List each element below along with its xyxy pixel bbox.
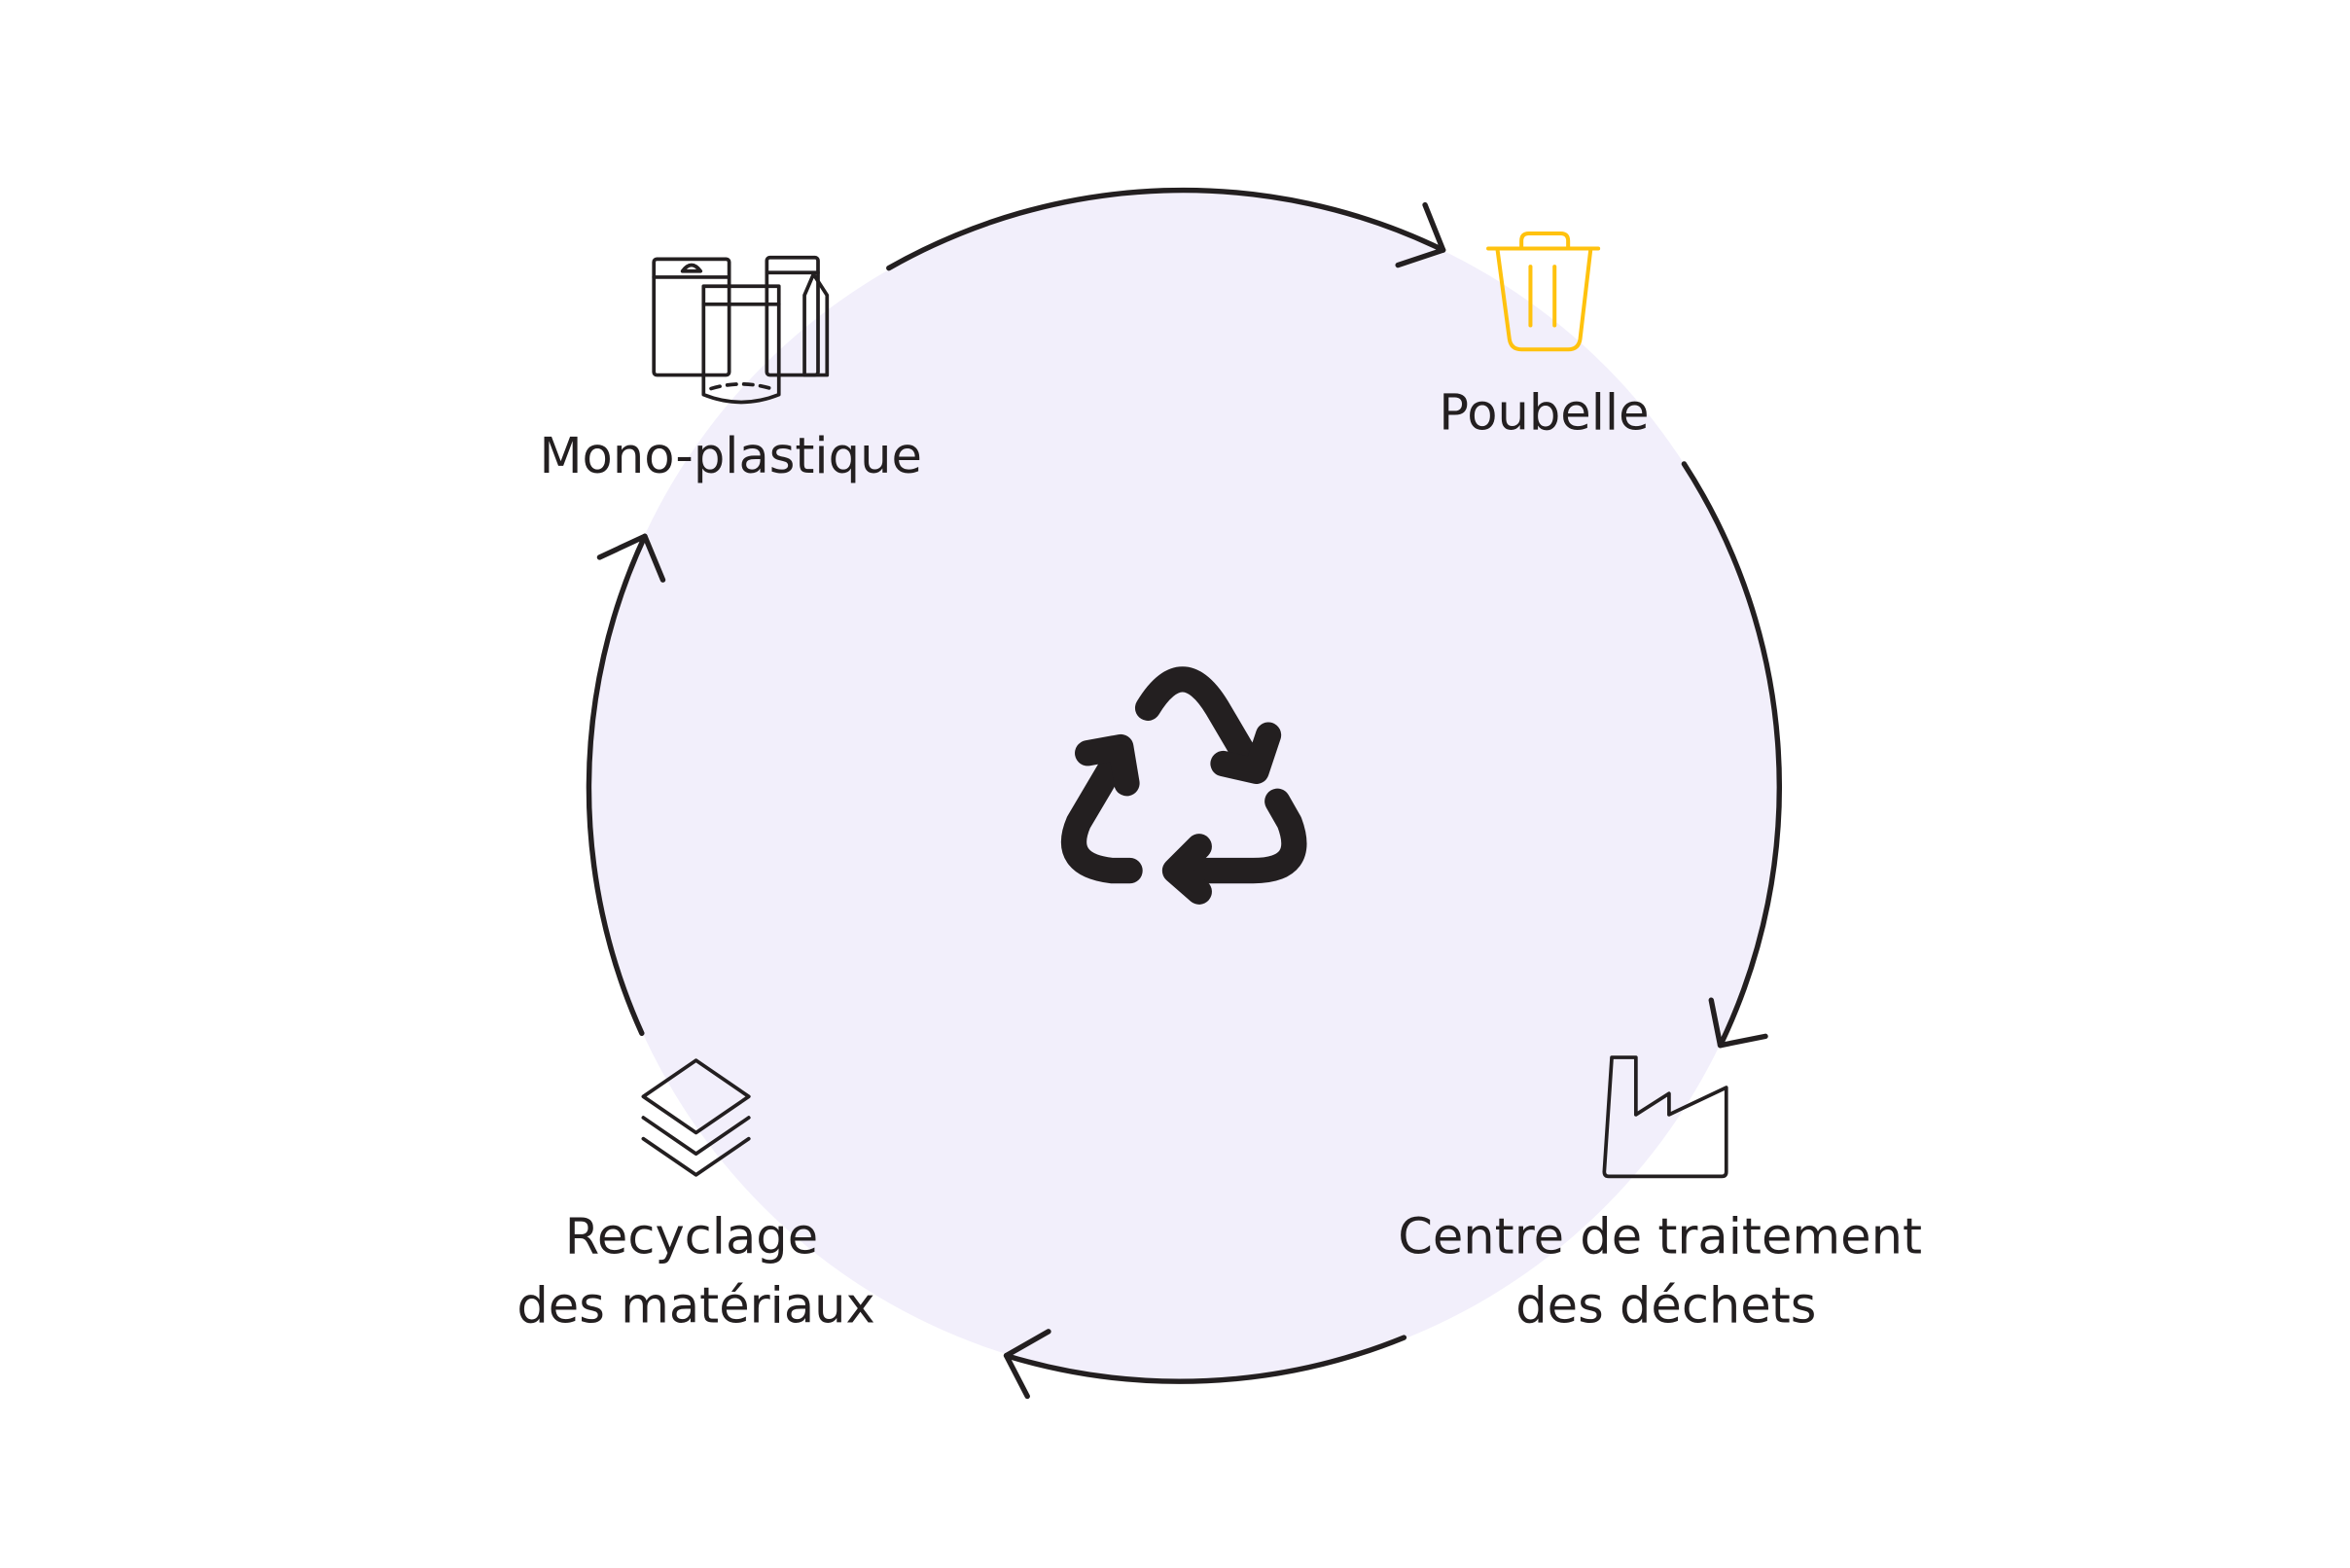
recycle-icon xyxy=(1060,666,1307,905)
layers-icon xyxy=(641,1058,751,1177)
step-label-poubelle: Poubelle xyxy=(1439,384,1649,442)
step-label-recycling-line2: des matériaux xyxy=(516,1278,874,1336)
cycle-arrow-right xyxy=(1681,461,1782,1049)
cycle-arrow-bottom xyxy=(1003,1329,1407,1400)
step-label-treatment-line2: des déchets xyxy=(1515,1278,1816,1336)
background-circle xyxy=(588,191,1779,1381)
step-label-mono-plastique: Mono-plastique xyxy=(539,428,921,485)
step-label-treatment-line1: Centre de traitement xyxy=(1398,1208,1922,1265)
step-label-recycling-line1: Recyclage xyxy=(565,1208,818,1265)
cycle-arrow-top xyxy=(886,187,1446,271)
trash-bin-icon xyxy=(1486,232,1601,352)
factory-icon xyxy=(1602,1055,1728,1179)
packaging-pouches-icon xyxy=(652,255,830,405)
cycle-arrow-left xyxy=(586,533,666,1036)
